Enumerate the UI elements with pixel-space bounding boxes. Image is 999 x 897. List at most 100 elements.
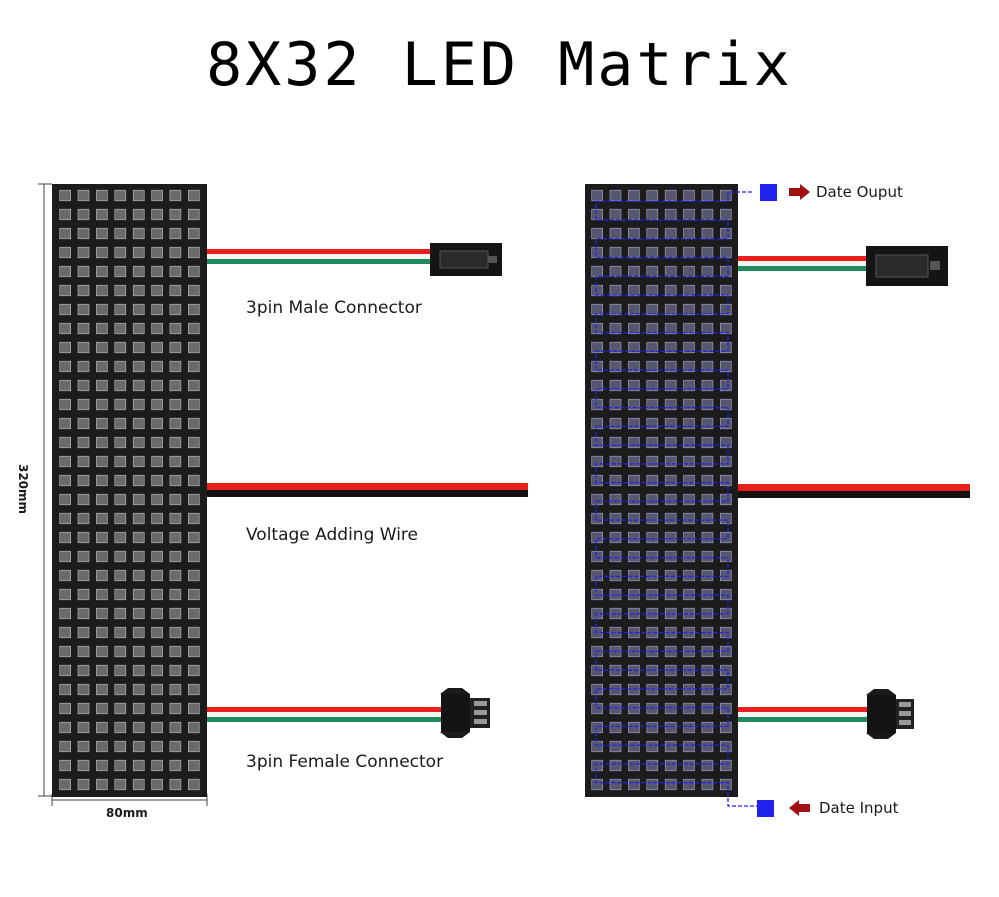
led-pixel bbox=[701, 360, 714, 373]
led-pixel bbox=[59, 569, 72, 582]
led-pixel bbox=[188, 417, 200, 430]
led-pixel bbox=[701, 512, 714, 525]
led-pixel bbox=[151, 626, 163, 639]
led-pixel bbox=[591, 284, 604, 297]
led-pixel bbox=[151, 246, 163, 259]
led-pixel bbox=[719, 778, 732, 791]
led-pixel bbox=[188, 550, 200, 563]
led-pixel bbox=[96, 759, 108, 772]
led-pixel bbox=[628, 531, 640, 544]
led-pixel bbox=[77, 531, 90, 544]
led-pixel bbox=[719, 550, 732, 563]
led-pixel bbox=[646, 265, 659, 278]
led-pixel bbox=[609, 227, 622, 240]
led-pixel bbox=[646, 189, 659, 202]
led-pixel bbox=[609, 569, 622, 582]
led-pixel bbox=[169, 778, 182, 791]
led-pixel bbox=[646, 341, 659, 354]
led-pixel bbox=[591, 246, 604, 259]
led-pixel bbox=[132, 227, 145, 240]
led-pixel bbox=[59, 284, 72, 297]
led-pixel bbox=[151, 588, 163, 601]
led-pixel bbox=[132, 512, 145, 525]
led-pixel bbox=[59, 436, 72, 449]
led-pixel bbox=[114, 436, 127, 449]
led-pixel bbox=[664, 759, 677, 772]
led-pixel bbox=[96, 702, 108, 715]
led-pixel bbox=[701, 455, 714, 468]
led-pixel bbox=[96, 284, 108, 297]
wire-red bbox=[738, 484, 970, 491]
led-pixel bbox=[132, 626, 145, 639]
led-pixel bbox=[609, 246, 622, 259]
led-pixel bbox=[591, 208, 604, 221]
led-pixel bbox=[132, 436, 145, 449]
led-pixel bbox=[151, 664, 163, 677]
led-pixel bbox=[114, 645, 127, 658]
led-pixel bbox=[591, 303, 604, 316]
led-pixel bbox=[169, 398, 182, 411]
led-pixel bbox=[77, 341, 90, 354]
led-pixel bbox=[609, 417, 622, 430]
led-pixel bbox=[132, 246, 145, 259]
led-pixel bbox=[96, 265, 108, 278]
led-pixel bbox=[188, 189, 200, 202]
led-pixel bbox=[151, 189, 163, 202]
led-pixel bbox=[646, 569, 659, 582]
led-pixel bbox=[59, 189, 72, 202]
led-pixel bbox=[114, 512, 127, 525]
led-pixel bbox=[77, 436, 90, 449]
led-pixel bbox=[719, 417, 732, 430]
led-pixel bbox=[77, 322, 90, 335]
led-pixel bbox=[59, 588, 72, 601]
led-pixel bbox=[701, 379, 714, 392]
led-pixel bbox=[77, 550, 90, 563]
led-pixel bbox=[96, 569, 108, 582]
led-pixel bbox=[664, 778, 677, 791]
led-pixel bbox=[683, 360, 695, 373]
led-pixel bbox=[77, 740, 90, 753]
led-pixel bbox=[719, 512, 732, 525]
led-pixel bbox=[719, 265, 732, 278]
led-pixel bbox=[701, 759, 714, 772]
led-pixel bbox=[151, 550, 163, 563]
led-pixel bbox=[591, 493, 604, 506]
height-dimension-line bbox=[38, 183, 52, 797]
led-pixel bbox=[609, 721, 622, 734]
led-pixel bbox=[132, 702, 145, 715]
led-pixel bbox=[719, 702, 732, 715]
led-pixel bbox=[96, 607, 108, 620]
led-pixel bbox=[151, 778, 163, 791]
led-pixel bbox=[132, 284, 145, 297]
led-pixel bbox=[151, 379, 163, 392]
led-pixel bbox=[59, 740, 72, 753]
led-pixel bbox=[188, 759, 200, 772]
led-pixel bbox=[169, 683, 182, 696]
led-pixel bbox=[628, 189, 640, 202]
led-pixel bbox=[151, 208, 163, 221]
led-pixel bbox=[151, 493, 163, 506]
led-pixel bbox=[151, 455, 163, 468]
led-pixel bbox=[169, 645, 182, 658]
led-pixel bbox=[169, 740, 182, 753]
led-pixel bbox=[96, 531, 108, 544]
led-pixel bbox=[701, 493, 714, 506]
led-pixel bbox=[628, 208, 640, 221]
led-pixel bbox=[701, 569, 714, 582]
led-pixel bbox=[96, 474, 108, 487]
right-female-connector-icon bbox=[866, 689, 914, 739]
left-voltage-wire bbox=[207, 483, 528, 497]
led-pixel bbox=[664, 626, 677, 639]
led-pixel bbox=[169, 607, 182, 620]
led-pixel bbox=[59, 683, 72, 696]
led-pixel bbox=[59, 398, 72, 411]
led-pixel bbox=[114, 455, 127, 468]
led-pixel bbox=[114, 303, 127, 316]
led-pixel bbox=[77, 303, 90, 316]
led-pixel bbox=[169, 493, 182, 506]
led-pixel bbox=[77, 721, 90, 734]
right-female-connector-wire bbox=[738, 707, 868, 722]
led-pixel bbox=[169, 379, 182, 392]
led-pixel bbox=[188, 702, 200, 715]
